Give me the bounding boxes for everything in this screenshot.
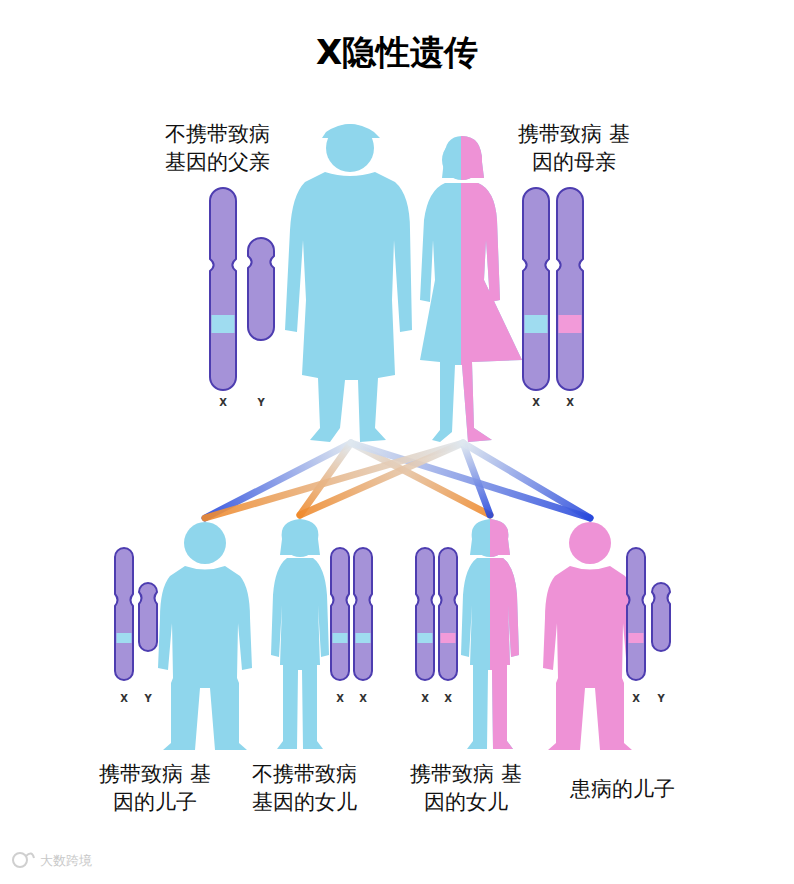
chromosome-label: Y (257, 397, 264, 409)
person-node: 不携带致病 基因的父亲 (290, 125, 412, 443)
inheritance-line (300, 443, 463, 515)
chromosome-label: X (632, 693, 640, 705)
inheritance-line (351, 443, 590, 518)
person-node: 患病的儿子 (540, 518, 640, 750)
person-label: 患病的儿子 (557, 775, 687, 803)
person-node: 携带致病 基因的母亲 (418, 137, 508, 443)
chromosome-label: X (336, 693, 344, 705)
daughter-figure-half (490, 519, 519, 749)
person-label: 携带致病 基因的母亲 (515, 120, 633, 176)
chromosomes (115, 188, 670, 680)
person-label: 携带致病 基因的儿子 (96, 760, 214, 816)
mother-figure (420, 136, 522, 442)
person-label: 携带致病 基因的女儿 (407, 760, 525, 816)
person-node: 携带致病 基因的女儿 (455, 515, 525, 750)
title: X隐性遗传 (0, 30, 794, 76)
chromosome-label: X (566, 397, 574, 409)
chromosome-label: X (532, 397, 540, 409)
chromosome-label: X (444, 693, 452, 705)
chromosome-label: X (219, 397, 227, 409)
chromosome-label: X (359, 693, 367, 705)
watermark-logo (13, 853, 34, 867)
chromosome-label: X (120, 693, 128, 705)
chromosome-label: Y (657, 693, 664, 705)
person-label: 不携带致病 基因的女儿 (245, 760, 363, 816)
person-label: 不携带致病 基因的父亲 (158, 120, 276, 176)
inheritance-line (463, 443, 590, 518)
chromosome-label: Y (144, 693, 151, 705)
father-figure (285, 124, 412, 442)
chromosome-label: X (421, 693, 429, 705)
person-node: 携带致病 基因的儿子 (155, 518, 255, 750)
inheritance-line (205, 443, 463, 518)
son-figure (158, 522, 252, 750)
affected-son-figure (543, 522, 637, 750)
person-node: 不携带致病 基因的女儿 (265, 515, 335, 750)
daughter-figure (461, 519, 519, 749)
daughter-figure (271, 519, 329, 749)
watermark: 大数跨境 (40, 853, 92, 869)
